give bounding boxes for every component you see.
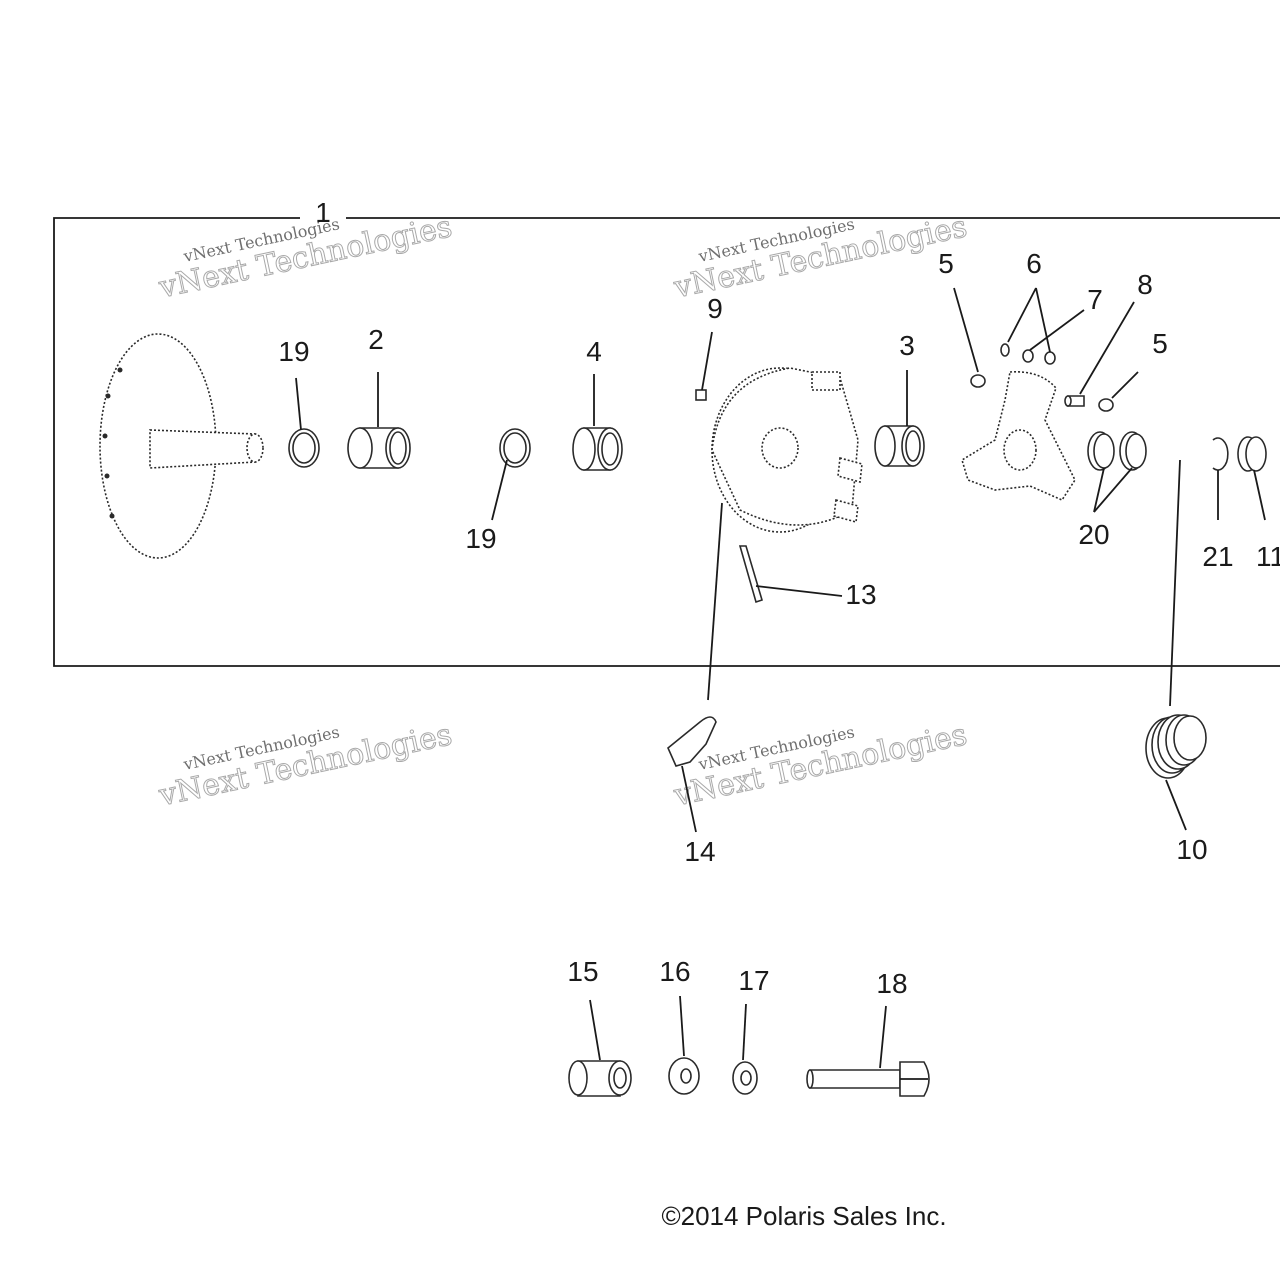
- washer-7: [1044, 351, 1056, 365]
- callout-20: 20: [1078, 519, 1109, 550]
- callout-8: 8: [1137, 269, 1153, 300]
- callout-17: 17: [738, 965, 769, 996]
- snap-ring-21: [1212, 437, 1229, 471]
- bushing-20-b: [1119, 431, 1147, 471]
- washer-17: [732, 1061, 758, 1095]
- bushing-4: [572, 427, 623, 471]
- washer-6-a: [1000, 343, 1010, 357]
- ring-19-left: [288, 428, 320, 468]
- callout-14: 14: [684, 836, 715, 867]
- button-5-left: [970, 374, 986, 388]
- callout-19: 19: [465, 523, 496, 554]
- callout-5: 5: [938, 248, 954, 279]
- spacer-15: [568, 1060, 632, 1097]
- callout-13: 13: [845, 579, 876, 610]
- callout-11: 11: [1256, 541, 1280, 572]
- callout-15: 15: [567, 956, 598, 987]
- bushing-3: [874, 425, 925, 467]
- callout-3: 3: [899, 330, 915, 361]
- callout-1: 1: [315, 197, 331, 228]
- bushing-2: [347, 427, 411, 469]
- pin-13: [738, 545, 763, 604]
- bushing-20-a: [1087, 431, 1115, 471]
- washer-6-b: [1022, 349, 1034, 363]
- spring-10: [1145, 714, 1207, 779]
- callout-labels: 1 19 2 4 9 3 5 6 7 8 5 19 20 21 11 13 14…: [278, 197, 1280, 999]
- callout-16: 16: [659, 956, 690, 987]
- callout-19: 19: [278, 336, 309, 367]
- shift-weight-14: [667, 716, 717, 767]
- callout-5: 5: [1152, 328, 1168, 359]
- spider: [961, 371, 1076, 502]
- assembly-frame: [53, 217, 1280, 667]
- sheave-shaft: [99, 333, 264, 559]
- movable-sheave: [711, 367, 863, 533]
- callout-4: 4: [586, 336, 602, 367]
- callout-18: 18: [876, 968, 907, 999]
- set-screw-9: [695, 389, 707, 401]
- bushing-11: [1237, 436, 1267, 472]
- callout-21: 21: [1202, 541, 1233, 572]
- callout-2: 2: [368, 324, 384, 355]
- washer-16: [668, 1057, 700, 1095]
- button-5-right: [1098, 398, 1114, 412]
- bolt-18: [806, 1061, 930, 1097]
- callout-7: 7: [1087, 284, 1103, 315]
- ring-19-right: [499, 428, 531, 468]
- leader-lines: [295, 287, 1266, 1069]
- callout-6: 6: [1026, 248, 1042, 279]
- copyright-text: ©2014 Polaris Sales Inc.: [661, 1201, 946, 1231]
- callout-10: 10: [1176, 834, 1207, 865]
- pin-8: [1064, 395, 1085, 407]
- callout-9: 9: [707, 293, 723, 324]
